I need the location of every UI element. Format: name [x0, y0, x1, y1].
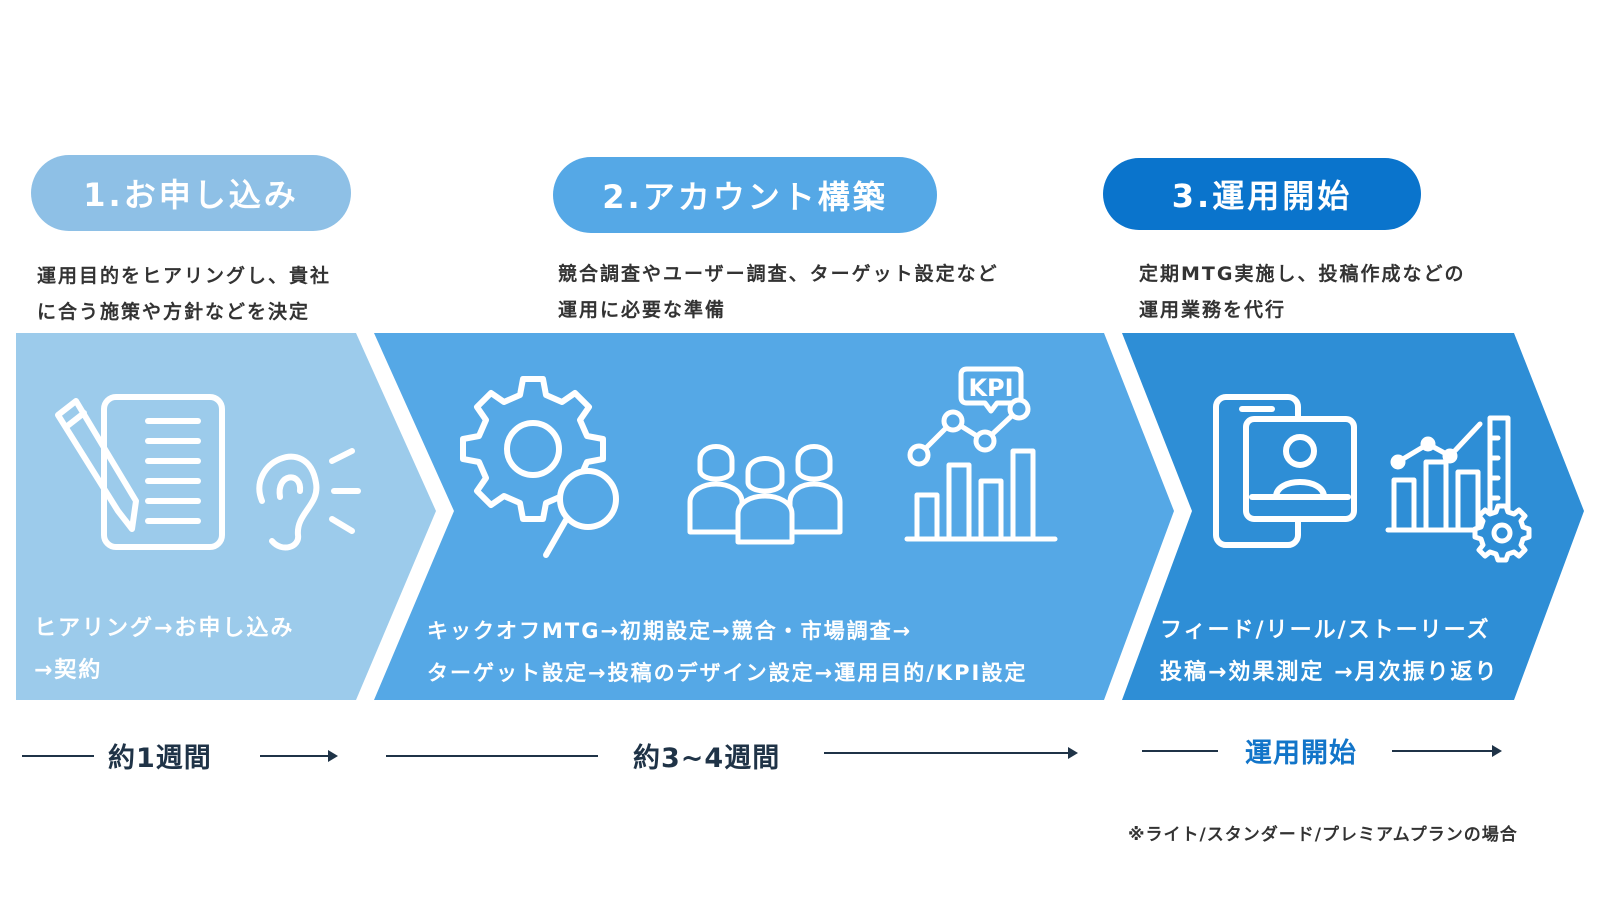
- timeline-arrow-icon: [1068, 747, 1078, 759]
- chevron-step1: [16, 333, 436, 700]
- step2-title-pill: 2.アカウント構築: [553, 157, 937, 233]
- step2-title: 2.アカウント構築: [602, 178, 888, 216]
- plan-footnote: ※ライト/スタンダード/プレミアムプランの場合: [1128, 825, 1518, 845]
- timeline-line-1b: [260, 755, 332, 757]
- timeline-line-2a: [386, 755, 598, 757]
- step1-flow: ヒアリング→お申し込み →契約: [34, 616, 295, 683]
- step1-title-pill: 1.お申し込み: [31, 155, 351, 231]
- timeline-line-1a: [22, 755, 94, 757]
- gear-magnifier-icon: [460, 376, 619, 558]
- step3-flow: フィード/リール/ストーリーズ 投稿→効果測定 →月次振り返り: [1160, 618, 1499, 685]
- smartphone-profile-icon: [1213, 394, 1357, 548]
- step1-title: 1.お申し込み: [83, 176, 299, 214]
- step3-description: 定期MTG実施し、投稿作成などの 運用業務を代行: [1139, 263, 1466, 321]
- ear-listening-icon: [256, 448, 361, 551]
- step1-description: 運用目的をヒアリングし、貴社 に合う施策や方針などを決定: [37, 265, 332, 323]
- step2-description: 競合調査やユーザー調査、ターゲット設定など 運用に必要な準備: [558, 263, 999, 321]
- timeline-line-3b: [1392, 750, 1494, 752]
- user-group-icon: [687, 444, 843, 545]
- timeline-line-3a: [1142, 750, 1218, 752]
- step3-title: 3.運用開始: [1171, 177, 1353, 215]
- kpi-label: KPI: [968, 374, 1013, 402]
- chart-gear-icon: [1385, 415, 1532, 563]
- step2-flow: キックオフMTG→初期設定→競合・市場調査→ ターゲット設定→投稿のデザイン設定…: [427, 619, 1028, 685]
- timeline-line-2b: [824, 752, 1070, 754]
- timeline-arrow-icon: [1492, 745, 1502, 757]
- step3-title-pill: 3.運用開始: [1103, 158, 1421, 230]
- duration-step2: 約3~4週間: [633, 743, 781, 774]
- duration-step1: 約1週間: [108, 743, 212, 774]
- timeline-arrow-icon: [328, 750, 338, 762]
- duration-step3: 運用開始: [1245, 738, 1357, 769]
- document-pencil-icon: [55, 394, 225, 550]
- kpi-chart-icon: KPI: [904, 366, 1058, 542]
